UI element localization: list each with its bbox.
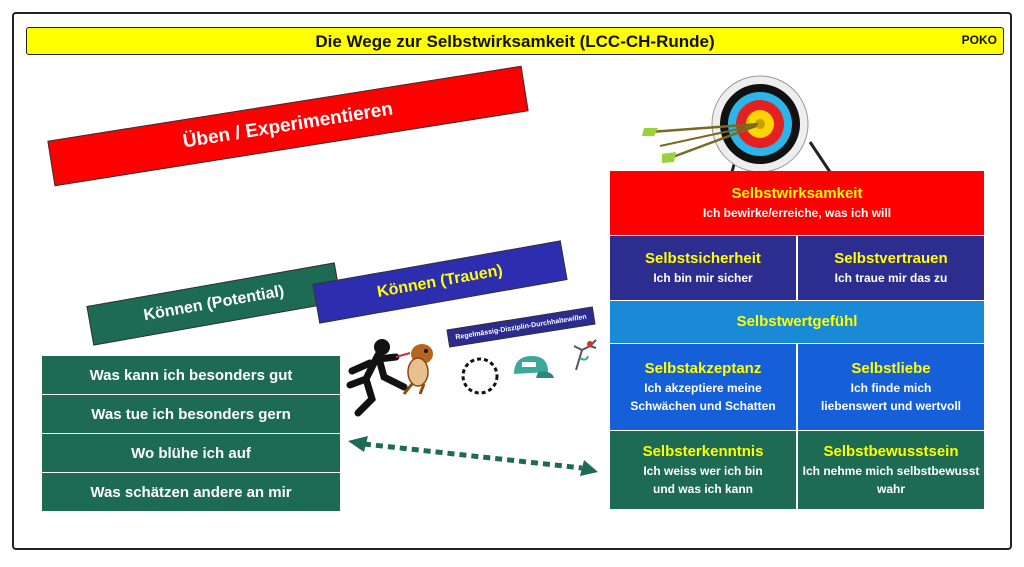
selbstvertrauen-sub: Ich traue mir das zu xyxy=(834,271,948,285)
poko-badge: POKO xyxy=(961,33,997,47)
cell-selbstakzeptanz: Selbstakzeptanz Ich akzeptiere meine Sch… xyxy=(610,344,796,430)
question-4: Was schätzen andere an mir xyxy=(42,473,340,511)
question-list: Was kann ich besonders gut Was tue ich b… xyxy=(42,356,340,512)
cell-selbstliebe: Selbstliebe Ich finde mich liebenswert u… xyxy=(798,344,984,430)
title-bar: Die Wege zur Selbstwirksamkeit (LCC-CH-R… xyxy=(26,27,1004,55)
bird-icon xyxy=(573,339,597,371)
target-icon xyxy=(642,75,832,172)
cell-selbstbewusstsein: Selbstbewusstsein Ich nehme mich selbstb… xyxy=(798,431,984,509)
double-arrow-icon xyxy=(348,436,598,476)
selbstwertgefuehl-title: Selbstwertgefühl xyxy=(736,313,858,330)
selbstbewusstsein-sub2: wahr xyxy=(876,482,905,496)
runner-icon xyxy=(346,339,411,417)
cell-selbsterkenntnis: Selbsterkenntnis Ich weiss wer ich bin u… xyxy=(610,431,796,509)
question-2: Was tue ich besonders gern xyxy=(42,395,340,433)
ring-icon xyxy=(461,357,499,395)
selbstsicherheit-sub: Ich bin mir sicher xyxy=(653,271,753,285)
selbsterkenntnis-title: Selbsterkenntnis xyxy=(642,443,764,460)
selbstliebe-sub1: Ich finde mich xyxy=(850,381,932,395)
cell-selbstvertrauen: Selbstvertrauen Ich traue mir das zu xyxy=(798,236,984,300)
selbstakzeptanz-sub2: Schwächen und Schatten xyxy=(630,399,776,413)
question-3: Wo blühe ich auf xyxy=(42,434,340,472)
page-title: Die Wege zur Selbstwirksamkeit (LCC-CH-R… xyxy=(315,32,715,51)
selbstwirksamkeit-sub: Ich bewirke/erreiche, was ich will xyxy=(702,206,892,220)
cell-selbstwirksamkeit: Selbstwirksamkeit Ich bewirke/erreiche, … xyxy=(610,171,984,235)
question-1: Was kann ich besonders gut xyxy=(42,356,340,394)
selbstliebe-sub2: liebenswert und wertvoll xyxy=(820,399,962,413)
selbstakzeptanz-title: Selbstakzeptanz xyxy=(644,360,762,377)
cap-icon xyxy=(514,356,554,378)
selbstbewusstsein-title: Selbstbewusstsein xyxy=(823,443,959,460)
dog-icon xyxy=(402,344,433,395)
selbsterkenntnis-sub1: Ich weiss wer ich bin xyxy=(643,464,763,478)
selbstakzeptanz-sub1: Ich akzeptiere meine xyxy=(644,381,762,395)
selbstliebe-title: Selbstliebe xyxy=(851,360,931,377)
cell-selbstwertgefuehl: Selbstwertgefühl xyxy=(610,301,984,343)
cell-selbstsicherheit: Selbstsicherheit Ich bin mir sicher xyxy=(610,236,796,300)
selbstsicherheit-title: Selbstsicherheit xyxy=(645,250,761,267)
selbstvertrauen-title: Selbstvertrauen xyxy=(834,250,948,267)
outer-frame xyxy=(12,12,1012,550)
selbstwirksamkeit-title: Selbstwirksamkeit xyxy=(731,185,863,202)
selbsterkenntnis-sub2: und was ich kann xyxy=(652,482,754,496)
selbstbewusstsein-sub1: Ich nehme mich selbstbewusst xyxy=(802,464,980,478)
